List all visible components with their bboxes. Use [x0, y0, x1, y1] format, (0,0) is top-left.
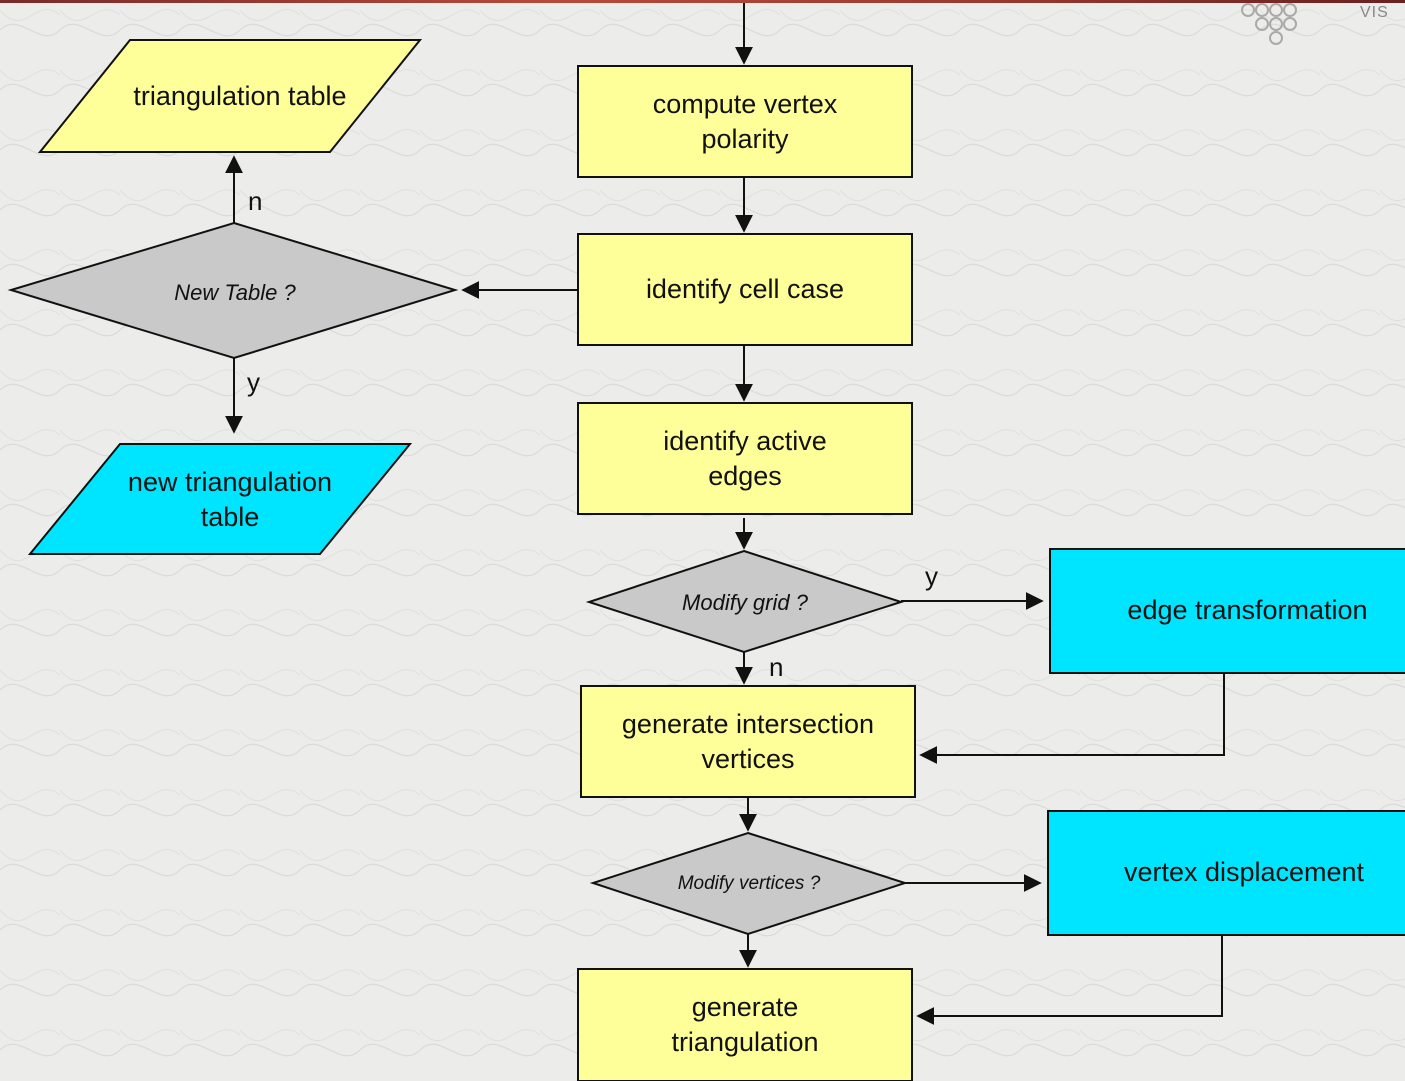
edge-label-new-table-no: n	[248, 186, 263, 216]
label-identify-cell-case: identify cell case	[645, 274, 845, 304]
process-generate-triangulation	[577, 968, 913, 1081]
process-compute-vertex-polarity	[577, 65, 913, 178]
process-identify-active-edges	[577, 402, 913, 515]
edge-label-modify-grid-no: n	[769, 652, 784, 682]
process-generate-intersection-vertices	[580, 685, 916, 798]
label-edge-transformation: edge transformation	[1127, 594, 1368, 625]
label-modify-grid: Modify grid ?	[682, 589, 808, 615]
process-identify-cell-case	[577, 233, 913, 346]
process-vertex-displacement	[1047, 810, 1405, 936]
label-generate-intersection-vertices: generate intersection vertices	[621, 708, 875, 774]
logo-text: VIS	[1360, 4, 1389, 21]
connectors	[225, 3, 1225, 1025]
arrow-edge-transformation-return	[919, 673, 1225, 764]
label-compute-vertex-polarity: compute vertex polarity	[652, 88, 838, 154]
label-generate-triangulation: generate triangulation	[671, 992, 819, 1057]
process-edge-transformation	[1049, 548, 1405, 674]
header-bar	[0, 0, 1405, 3]
label-new-triangulation-table: new triangulation table	[127, 467, 333, 532]
label-identify-active-edges: identify active edges	[663, 425, 827, 491]
vis-logo-icon	[1241, 3, 1297, 45]
data-triangulation-table	[37, 39, 423, 153]
data-new-triangulation-table	[27, 443, 413, 555]
label-modify-vertices: Modify vertices ?	[677, 872, 821, 894]
edge-label-new-table-yes: y	[247, 367, 260, 397]
edge-label-modify-grid-yes: y	[925, 561, 938, 591]
label-new-table: New Table ?	[174, 279, 296, 305]
arrow-vertex-displacement-return	[916, 935, 1223, 1025]
label-vertex-displacement: vertex displacement	[1123, 856, 1365, 887]
label-triangulation-table: triangulation table	[133, 80, 347, 111]
